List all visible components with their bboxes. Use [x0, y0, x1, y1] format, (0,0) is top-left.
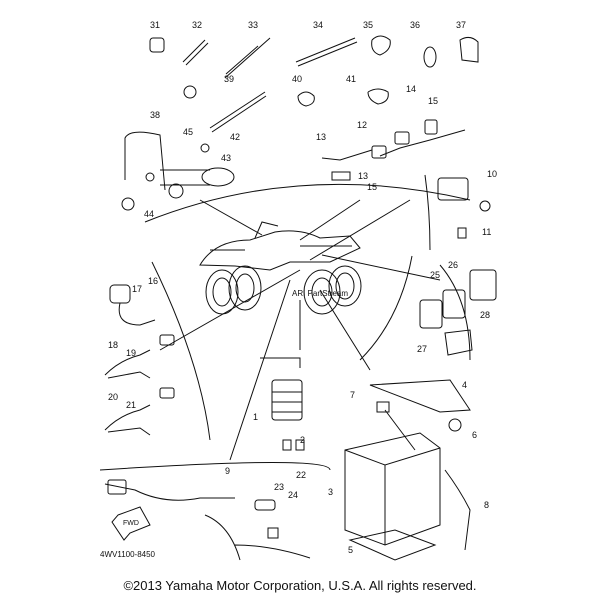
fwd-label: FWD — [123, 520, 139, 527]
divider-bottom — [99, 462, 331, 471]
label-23: 23 — [274, 482, 284, 492]
label-8: 8 — [484, 500, 489, 510]
label-32: 34 — [313, 20, 323, 30]
label-5: 5 — [348, 545, 353, 555]
label-13: 13 — [316, 132, 326, 142]
label-9: 9 — [225, 466, 230, 476]
parts-top-row — [149, 35, 479, 133]
label-7: 7 — [350, 390, 355, 400]
divider-left — [151, 261, 211, 441]
label-41: 43 — [221, 153, 231, 163]
parts-mid-right — [419, 269, 497, 356]
parts-left — [104, 284, 175, 436]
label-16: 16 — [148, 276, 158, 286]
label-34: 36 — [410, 20, 420, 30]
label-30: 32 — [192, 20, 202, 30]
parts-rectifier — [271, 379, 305, 451]
label-37: 39 — [224, 74, 234, 84]
label-39: 41 — [346, 74, 356, 84]
diagram-code: 4WV1100-8450 — [100, 550, 156, 559]
label-1: 1 — [253, 412, 258, 422]
label-3: 3 — [328, 487, 333, 497]
fwd-arrow — [111, 506, 151, 541]
label-38: 40 — [292, 74, 302, 84]
label-6: 6 — [472, 430, 477, 440]
label-33: 35 — [363, 20, 373, 30]
divider-center — [260, 357, 301, 368]
label-10: 10 — [487, 169, 497, 179]
label-43: 45 — [183, 127, 193, 137]
divider-tr — [424, 174, 431, 251]
label-4: 4 — [462, 380, 467, 390]
label-36: 38 — [150, 110, 160, 120]
label-28: 28 — [480, 310, 490, 320]
parts-battery — [344, 379, 471, 561]
watermark: ARI PartStream — [292, 289, 348, 298]
label-24: 24 — [288, 490, 298, 500]
atv-illustration — [199, 221, 362, 315]
label-21: 21 — [126, 400, 136, 410]
label-18: 18 — [108, 340, 118, 350]
leader-lines — [159, 199, 441, 461]
label-14: 14 — [406, 84, 416, 94]
label-31: 33 — [248, 20, 258, 30]
parts-wiring-left — [121, 131, 235, 211]
label-27: 27 — [417, 344, 427, 354]
divider-right — [359, 255, 413, 361]
label-15: 15 — [428, 96, 438, 106]
label-25: 25 — [430, 270, 440, 280]
label-19: 19 — [126, 348, 136, 358]
label-22: 22 — [296, 470, 306, 480]
label-29: 31 — [150, 20, 160, 30]
label-17: 17 — [132, 284, 142, 294]
parts-relays — [321, 119, 491, 239]
label-40: 42 — [230, 132, 240, 142]
copyright-footer: ©2013 Yamaha Motor Corporation, U.S.A. A… — [123, 578, 477, 593]
label-15b: 15 — [367, 182, 377, 192]
parts-bottom-wiring — [104, 479, 311, 561]
label-12: 12 — [357, 120, 367, 130]
label-42: 44 — [144, 209, 154, 219]
divider-top — [144, 183, 471, 223]
label-11: 11 — [482, 227, 491, 237]
label-20: 20 — [108, 392, 118, 402]
divider-mr — [439, 264, 471, 361]
label-13b: 13 — [358, 171, 368, 181]
label-35: 37 — [456, 20, 466, 30]
label-2: 2 — [300, 435, 305, 445]
label-26: 26 — [448, 260, 458, 270]
